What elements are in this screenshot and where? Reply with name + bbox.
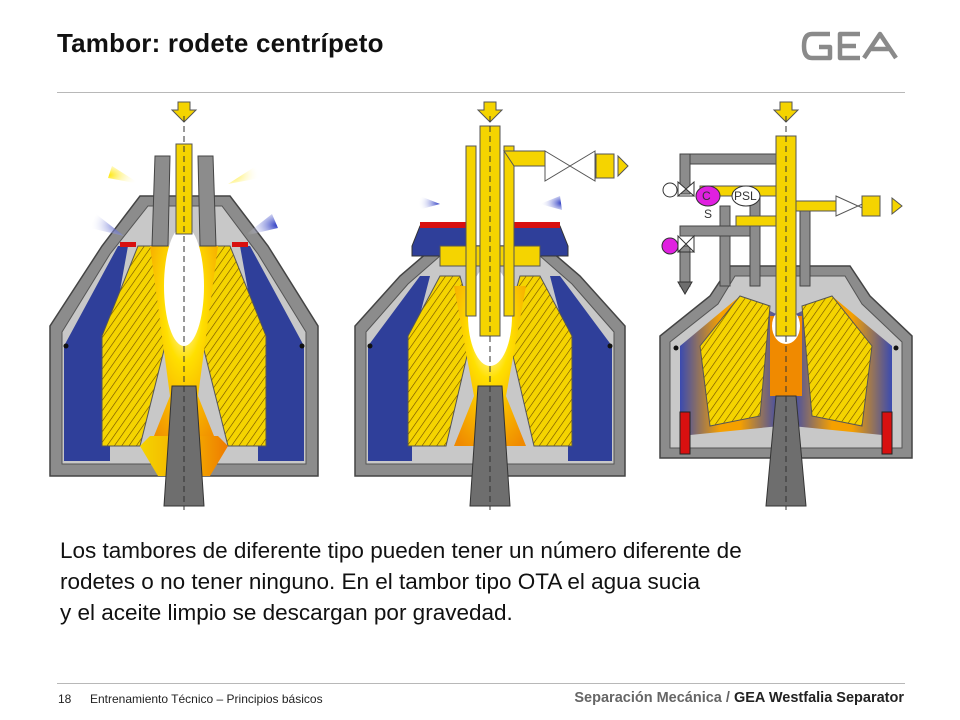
valve-c-label: C — [702, 189, 711, 203]
body-line-3: y el aceite limpio se descargan por grav… — [60, 600, 513, 625]
body-line-1: Los tambores de diferente tipo pueden te… — [60, 538, 742, 563]
gea-logo — [801, 31, 898, 61]
bowl-diagram-3: C S PSL — [659, 101, 913, 510]
footer-divider — [57, 683, 905, 684]
page-number: 18 — [58, 692, 72, 706]
footer-company: Separación Mecánica / GEA Westfalia Sepa… — [574, 690, 904, 706]
title-divider — [57, 92, 905, 93]
body-line-2: rodetes o no tener ninguno. En el tambor… — [60, 569, 700, 594]
valve-s-label: S — [704, 207, 712, 221]
bowl-diagram-1 — [49, 101, 319, 510]
bowl-diagrams: C S PSL — [49, 101, 913, 510]
footer-brand: GEA Westfalia Separator — [733, 690, 904, 706]
footer-course-title: Entrenamiento Técnico – Principios básic… — [90, 692, 323, 706]
body-text: Los tambores de diferente tipo pueden te… — [60, 535, 910, 628]
footer-division: Separación Mecánica / — [574, 690, 734, 706]
slide-title: Tambor: rodete centrípeto — [57, 28, 384, 58]
bowl-diagram-2 — [354, 101, 629, 510]
psl-label: PSL — [734, 189, 757, 203]
